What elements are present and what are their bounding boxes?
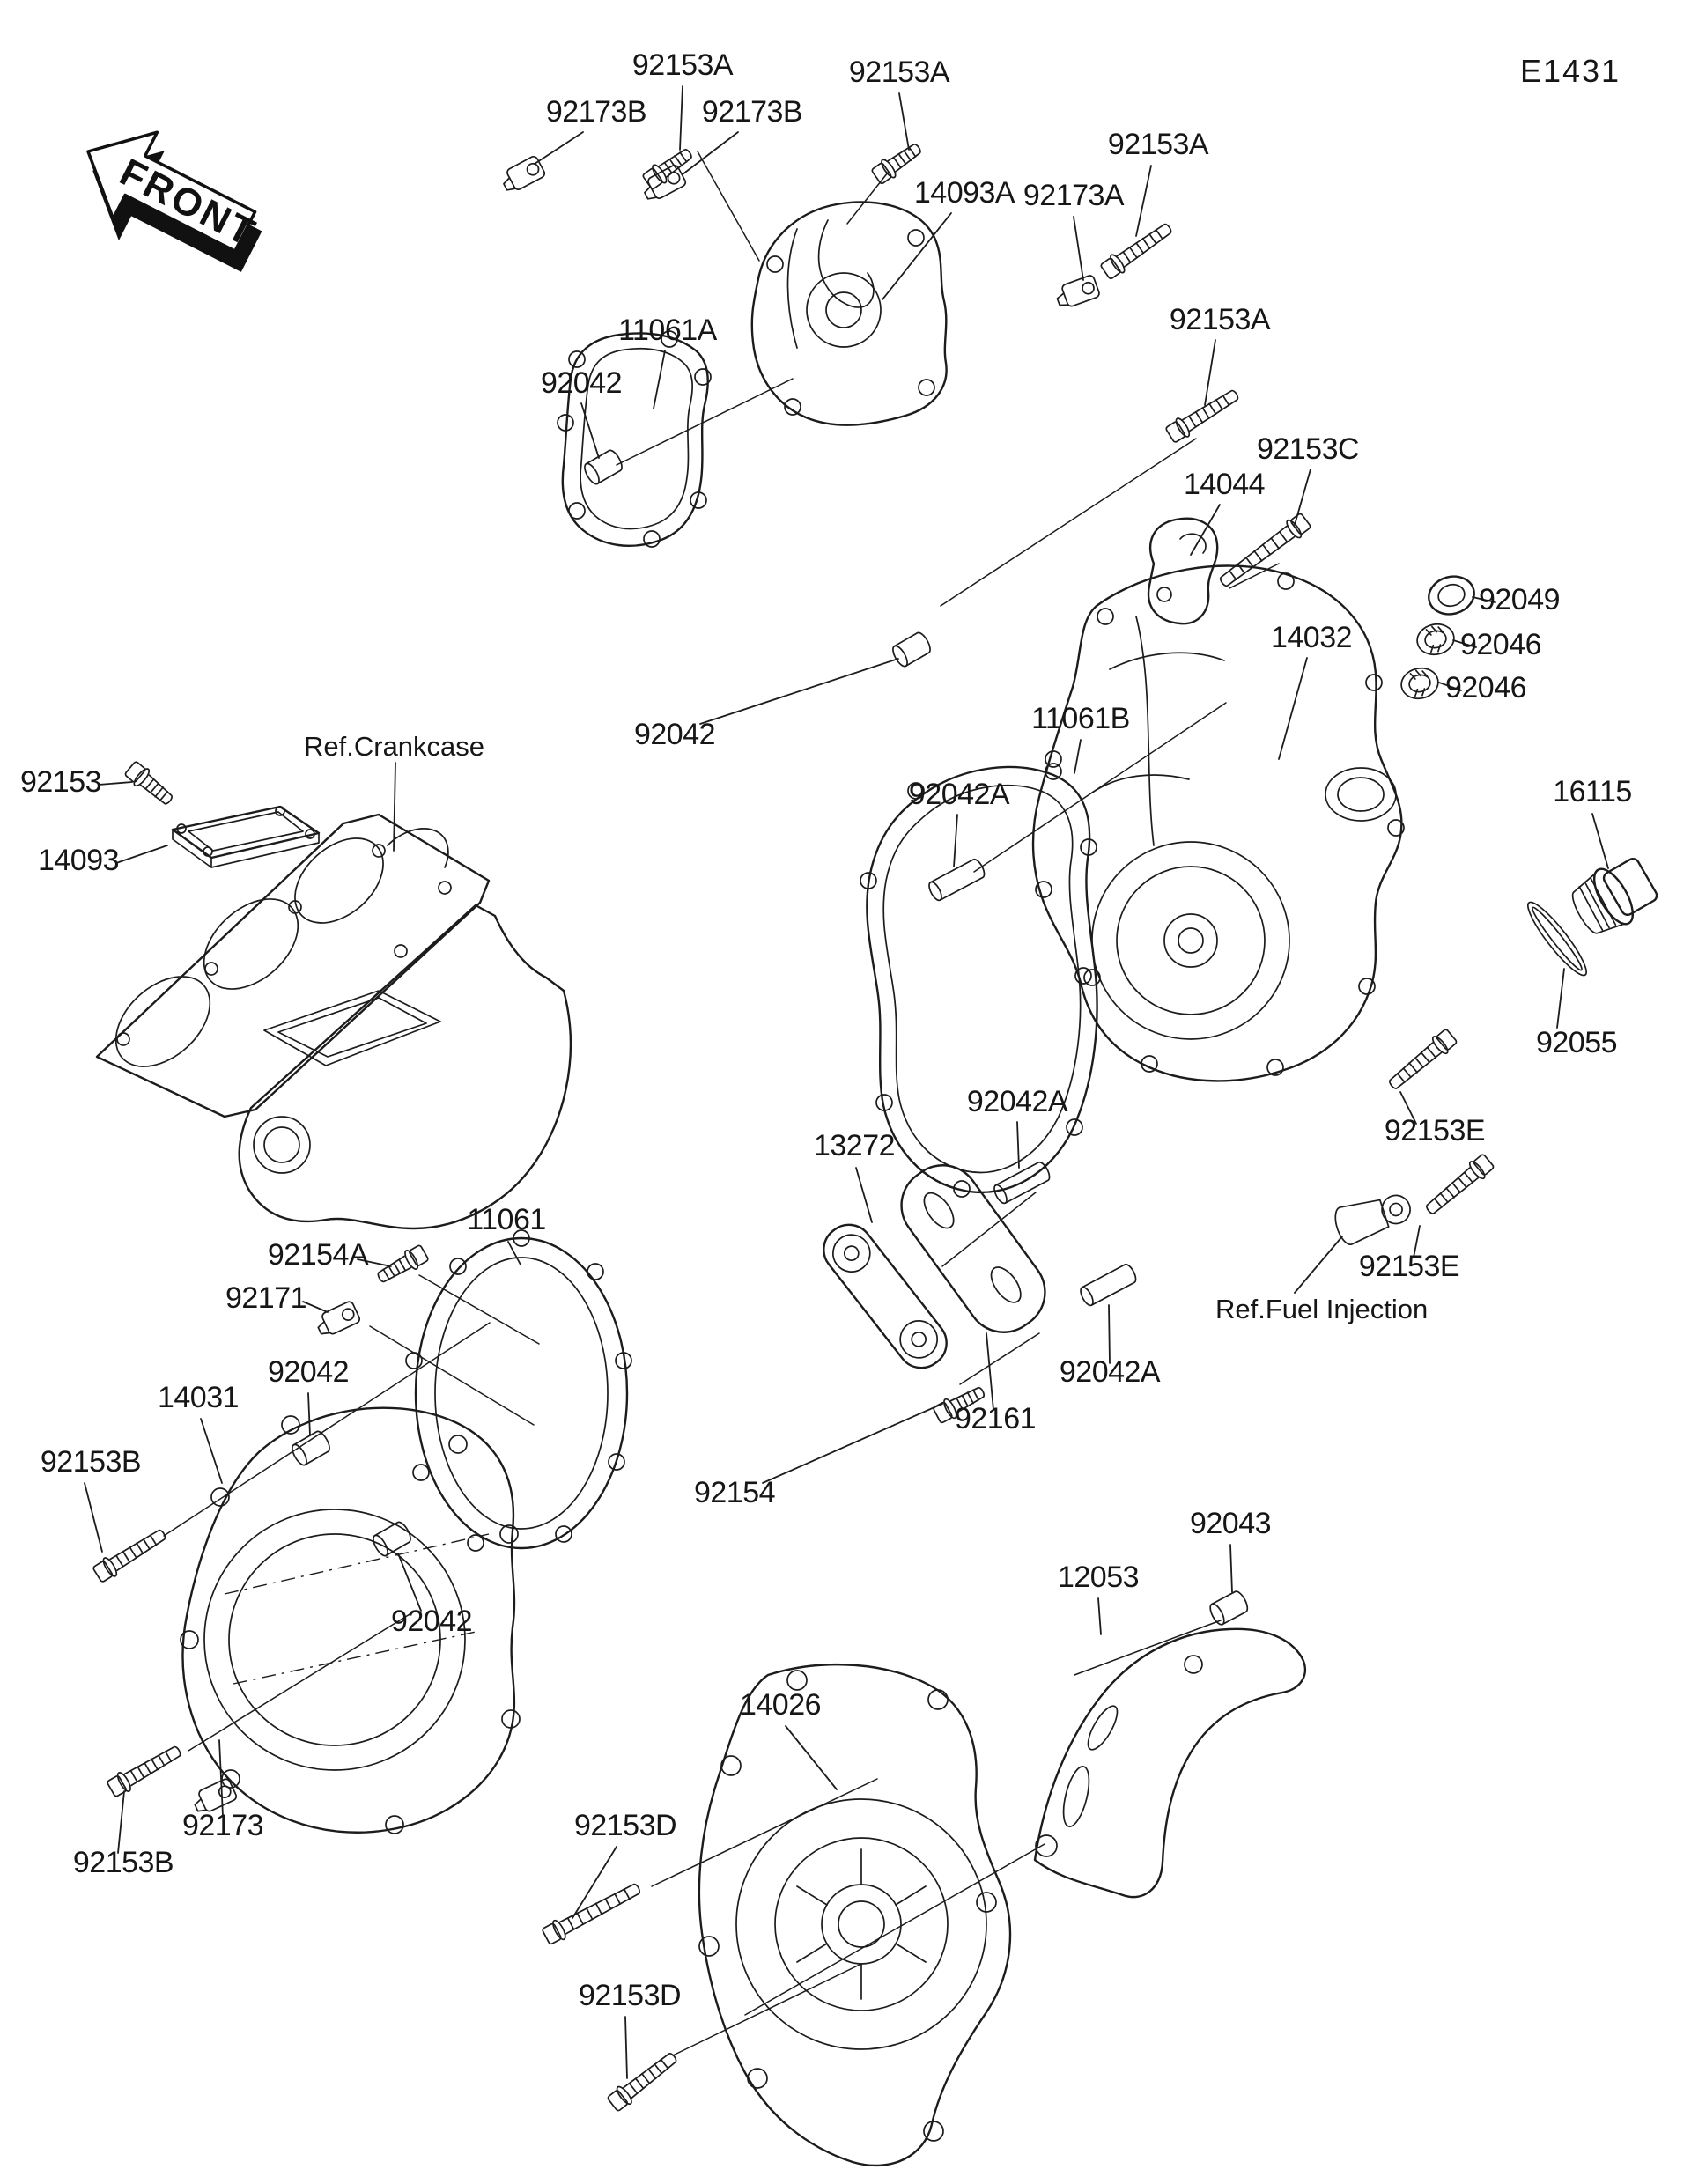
callout-92153a-1: 92153A <box>632 48 734 82</box>
callout-14044: 14044 <box>1184 468 1265 501</box>
part-12053-chain-guard <box>1033 1627 1307 1899</box>
callout-92153b-2: 92153B <box>73 1846 174 1879</box>
callout-92049: 92049 <box>1479 583 1560 616</box>
callout-92153a-2: 92153A <box>849 55 950 89</box>
callout-92042a-1: 92042A <box>909 778 1010 811</box>
callout-92042a-2: 92042A <box>967 1085 1068 1118</box>
bolt-92153b-2 <box>105 1740 186 1800</box>
part-13272-plate <box>823 1223 948 1369</box>
callout-92173b-2: 92173B <box>702 95 802 129</box>
callout-92153b-1: 92153B <box>41 1445 141 1479</box>
callout-92042a-3: 92042A <box>1060 1355 1161 1389</box>
part-labels: 92153A 92173B 92153A 92173B 14093A 92173… <box>20 48 1632 2012</box>
clamp-92171 <box>313 1299 362 1339</box>
callout-92173a: 92173A <box>1023 179 1125 212</box>
callout-92153c: 92153C <box>1257 432 1359 466</box>
part-11061-gasket <box>405 1229 632 1552</box>
callout-92042-3: 92042 <box>268 1355 349 1389</box>
part-14031-cover <box>180 1406 521 1834</box>
collar-92042-1 <box>580 447 626 487</box>
bolt-92153e-2 <box>1421 1151 1496 1220</box>
callout-16115: 16115 <box>1553 775 1632 808</box>
callout-14093a: 14093A <box>914 176 1015 210</box>
part-92046-bearing-1 <box>1414 620 1458 659</box>
callout-92153a-3: 92153A <box>1108 128 1209 161</box>
front-arrow-icon: FRONT <box>86 130 263 272</box>
callout-92042-4: 92042 <box>391 1605 472 1638</box>
part-92046-bearing-2 <box>1398 664 1442 703</box>
part-14093a-cover <box>750 201 948 426</box>
callout-14032: 14032 <box>1271 621 1352 654</box>
callout-14026: 14026 <box>740 1688 821 1722</box>
callout-92153a-4: 92153A <box>1170 303 1271 336</box>
clamp-92173a <box>1052 273 1102 311</box>
bolt-92153d-2 <box>605 2047 682 2114</box>
callout-92046-1: 92046 <box>1460 628 1541 661</box>
collar-92042-3 <box>288 1428 334 1468</box>
diagram-code: E1431 <box>1520 53 1621 89</box>
part-92055-oring <box>1526 901 1588 977</box>
collar-92042-2 <box>889 630 934 669</box>
callout-92042-1: 92042 <box>541 366 622 400</box>
callout-12053: 12053 <box>1058 1561 1139 1594</box>
callout-92046-2: 92046 <box>1445 671 1526 705</box>
callout-13272: 13272 <box>814 1129 895 1162</box>
callout-92173b-1: 92173B <box>546 95 646 129</box>
part-16115-plug <box>1571 857 1658 934</box>
bolt-92153 <box>122 758 178 810</box>
bolt-92153a-4 <box>1163 384 1244 446</box>
callout-92161: 92161 <box>955 1402 1036 1435</box>
pin-92042a-1 <box>926 856 988 904</box>
callout-11061a: 11061A <box>618 314 718 347</box>
part-14044-holder <box>1147 517 1219 625</box>
bolt-92153b-1 <box>91 1524 171 1585</box>
callout-92153d-2: 92153D <box>579 1979 681 2012</box>
clamp-92173b-2 <box>639 163 688 204</box>
parts-linework <box>91 137 1658 2167</box>
callout-11061b: 11061B <box>1031 702 1130 735</box>
part-92161-plate <box>900 1164 1046 1333</box>
callout-92153e-1: 92153E <box>1385 1114 1485 1147</box>
callout-92055: 92055 <box>1536 1026 1617 1059</box>
part-11061b-gasket <box>860 763 1101 1198</box>
bolt-92153c <box>1215 510 1313 593</box>
callout-92171: 92171 <box>225 1281 306 1315</box>
callout-92043: 92043 <box>1190 1507 1271 1540</box>
part-11061a-gasket <box>557 330 712 548</box>
callout-92153e-2: 92153E <box>1359 1250 1459 1283</box>
callout-92154a: 92154A <box>268 1238 369 1272</box>
bolt-92153e-1 <box>1384 1026 1459 1095</box>
ref-crankcase-label: Ref.Crankcase <box>304 731 484 762</box>
ref-fuel-injection-label: Ref.Fuel Injection <box>1215 1294 1428 1324</box>
leader-lines <box>84 85 1609 2079</box>
callout-92173: 92173 <box>182 1809 263 1842</box>
callout-92154: 92154 <box>694 1476 775 1509</box>
part-14026-sprocket-cover <box>698 1663 1012 2167</box>
callout-92153: 92153 <box>20 765 101 799</box>
pin-92043 <box>1207 1589 1252 1627</box>
part-fuel-injection-holder <box>1334 1194 1411 1245</box>
pin-92042a-3 <box>1077 1261 1140 1309</box>
callout-14031: 14031 <box>158 1381 239 1414</box>
part-92049-seal <box>1428 575 1475 616</box>
callout-92153d-1: 92153D <box>574 1809 676 1842</box>
callout-92042-2: 92042 <box>634 718 715 751</box>
part-crankcase <box>95 805 572 1230</box>
bolt-92153d-1 <box>540 1878 645 1947</box>
callout-14093: 14093 <box>38 844 119 877</box>
callout-11061: 11061 <box>467 1203 546 1236</box>
